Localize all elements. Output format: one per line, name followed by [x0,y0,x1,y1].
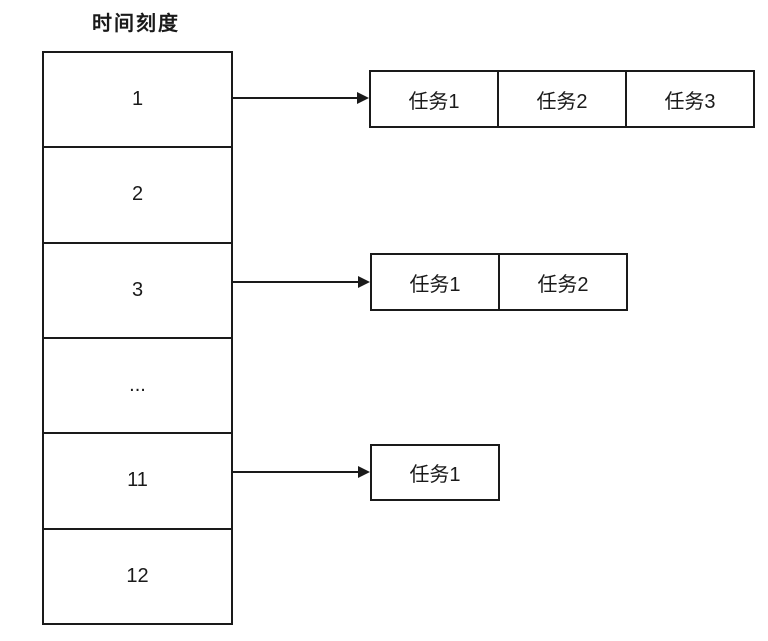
task-cell: 任务1 [409,464,461,486]
task-row-tick11: 任务1 [370,444,500,501]
arrow-shaft [233,97,358,99]
timeline-cell-1: 1 [131,88,144,111]
timeline-cell-3: 3 [44,241,231,337]
arrowhead-right-icon [358,466,370,478]
arrow-shaft [233,281,359,283]
timeline-cell-2: 2 [44,146,231,241]
timeline-title: 时间刻度 [92,13,180,35]
task-cell: 任务1 [408,90,460,113]
timeline-column: 1 2 3 ... 11 12 [42,51,233,625]
timeline-cell-12: 12 [44,527,231,623]
task-cell: 任务2 [498,255,626,309]
task-cell: 任务1 [409,273,461,296]
task-row-tick3: 任务1 任务2 [370,253,628,311]
arrow-shaft [233,471,359,473]
timeline-cell-11: 11 [44,432,231,527]
arrowhead-right-icon [358,276,370,288]
arrowhead-right-icon [357,92,369,104]
task-cell: 任务2 [497,72,625,126]
task-row-tick1: 任务1 任务2 任务3 [369,70,755,128]
task-cell: 任务3 [625,72,753,126]
timeline-cell-ellipsis: ... [44,336,231,432]
